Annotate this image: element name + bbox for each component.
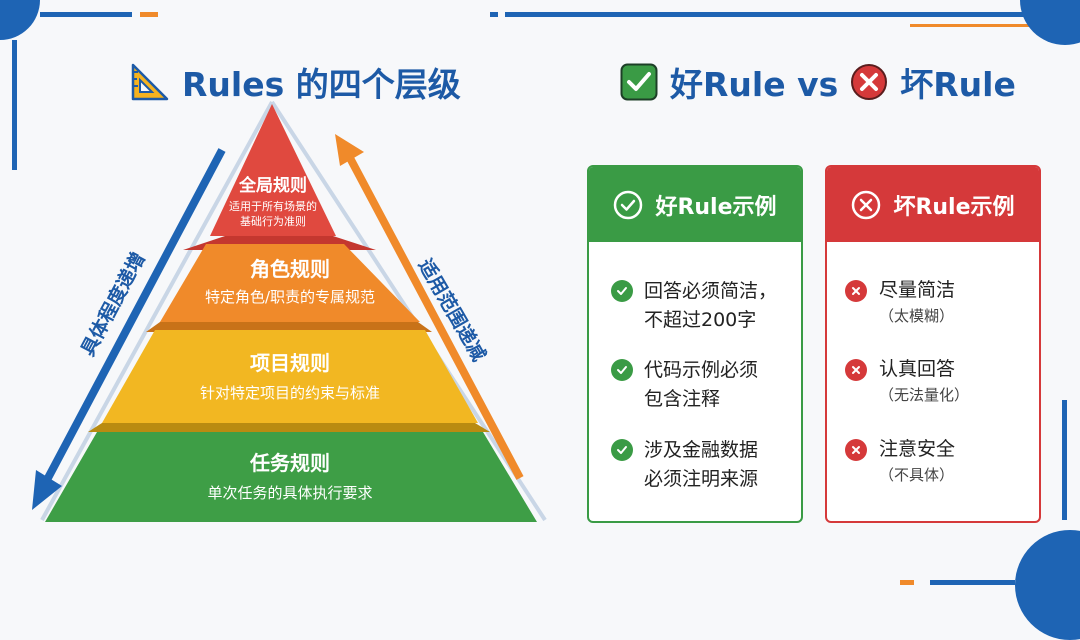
right-arrow-head bbox=[335, 134, 364, 166]
cross-icon bbox=[845, 280, 867, 302]
bad-rule-item-text: 注意安全 bbox=[879, 438, 956, 460]
left-arrow-shaft bbox=[44, 148, 226, 480]
bad-rule-item-reason: （无法量化） bbox=[879, 386, 970, 404]
good-rule-item-line: 代码示例必须 bbox=[644, 359, 759, 381]
tier-4-desc: 单次任务的具体执行要求 bbox=[207, 484, 373, 502]
tier-4-text: 任务规则 单次任务的具体执行要求 bbox=[140, 450, 440, 504]
good-rule-item: 涉及金融数据 必须注明来源 bbox=[611, 436, 758, 494]
tier-3-shadow bbox=[88, 423, 490, 432]
left-arrow-head bbox=[32, 470, 62, 510]
tier-1-desc-line-1: 适用于所有场景的 bbox=[229, 200, 317, 213]
right-arrow-shaft bbox=[346, 156, 524, 480]
bad-rule-card: 坏Rule示例 尽量简洁 （太模糊） 认真回答 （无法量化） bbox=[825, 165, 1041, 523]
bad-rule-card-header: 坏Rule示例 bbox=[827, 167, 1039, 242]
tier-1-shape bbox=[210, 104, 336, 236]
good-rule-card-header: 好Rule示例 bbox=[589, 167, 801, 242]
bad-rule-item-reason: （太模糊） bbox=[879, 307, 955, 325]
corner-circle-bottom-right bbox=[1015, 530, 1080, 640]
bad-rule-card-title: 坏Rule示例 bbox=[893, 194, 1015, 220]
deco-bar-right-vertical bbox=[1062, 400, 1067, 520]
deco-bar-left-vertical bbox=[12, 40, 17, 170]
deco-bar-bottom-right-orange bbox=[900, 580, 914, 585]
tier-3-shape bbox=[102, 330, 478, 423]
pyramid-outline-left bbox=[40, 101, 274, 521]
deco-bar-top-left-orange bbox=[140, 12, 158, 17]
bad-rule-item: 尽量简洁 （太模糊） bbox=[845, 277, 955, 329]
good-rule-item-line: 回答必须简洁， bbox=[644, 280, 778, 302]
cross-icon bbox=[845, 439, 867, 461]
check-icon bbox=[611, 439, 633, 461]
tier-2-desc: 特定角色/职责的专属规范 bbox=[204, 288, 376, 306]
right-title-good: 好Rule vs bbox=[670, 65, 839, 104]
bad-rule-item: 注意安全 （不具体） bbox=[845, 436, 955, 488]
cross-icon bbox=[845, 359, 867, 381]
tier-1-desc-line-2: 基础行为准则 bbox=[240, 215, 306, 228]
tier-3-name: 项目规则 bbox=[250, 351, 330, 375]
deco-bar-top-mid bbox=[490, 12, 498, 17]
bad-rule-item-reason: （不具体） bbox=[879, 466, 955, 484]
left-title-text: Rules 的四个层级 bbox=[182, 65, 461, 104]
check-box-icon bbox=[620, 63, 658, 101]
good-rule-card: 好Rule示例 回答必须简洁， 不超过200字 代码示例必须 包含注释 bbox=[587, 165, 803, 523]
good-rule-card-title: 好Rule示例 bbox=[655, 194, 777, 220]
tier-2-name: 角色规则 bbox=[250, 257, 330, 281]
bad-rule-item-text: 认真回答 bbox=[879, 358, 956, 380]
deco-bar-top-left bbox=[40, 12, 132, 17]
good-rule-item-line: 必须注明来源 bbox=[644, 468, 759, 490]
bad-rule-item: 认真回答 （无法量化） bbox=[845, 356, 969, 408]
cross-circle-icon bbox=[851, 190, 881, 220]
tier-2-text: 角色规则 特定角色/职责的专属规范 bbox=[170, 256, 410, 308]
check-icon bbox=[611, 359, 633, 381]
tier-1-name: 全局规则 bbox=[239, 176, 307, 196]
good-rule-item-line: 涉及金融数据 bbox=[644, 439, 759, 461]
deco-bar-top-right-orange bbox=[910, 24, 1060, 27]
deco-bar-top-right bbox=[505, 12, 1065, 17]
right-title: 好Rule vs 坏Rule bbox=[620, 58, 1016, 106]
cross-circle-icon bbox=[850, 63, 888, 101]
tier-1-text: 全局规则 适用于所有场景的 基础行为准则 bbox=[213, 175, 333, 229]
check-icon bbox=[611, 280, 633, 302]
right-title-bad: 坏Rule bbox=[900, 65, 1016, 104]
tier-2-shape bbox=[160, 244, 420, 322]
tier-4-name: 任务规则 bbox=[250, 451, 330, 475]
ruler-triangle-icon bbox=[130, 62, 170, 102]
pyramid-diagram bbox=[32, 100, 547, 522]
tier-3-text: 项目规则 针对特定项目的约束与标准 bbox=[140, 350, 440, 404]
deco-bar-bottom-right bbox=[930, 580, 1015, 585]
check-circle-icon bbox=[613, 190, 643, 220]
bad-rule-item-text: 尽量简洁 bbox=[879, 279, 956, 301]
good-rule-item-line: 包含注释 bbox=[644, 388, 721, 410]
tier-2-shadow bbox=[146, 322, 432, 332]
tier-4-shape bbox=[45, 432, 537, 522]
left-title: Rules 的四个层级 bbox=[130, 58, 461, 106]
tier-3-desc: 针对特定项目的约束与标准 bbox=[199, 384, 380, 402]
good-rule-item-line: 不超过200字 bbox=[644, 309, 757, 331]
good-rule-item: 回答必须简洁， 不超过200字 bbox=[611, 277, 777, 335]
corner-circle-top-right bbox=[1020, 0, 1080, 45]
good-rule-item: 代码示例必须 包含注释 bbox=[611, 356, 758, 414]
